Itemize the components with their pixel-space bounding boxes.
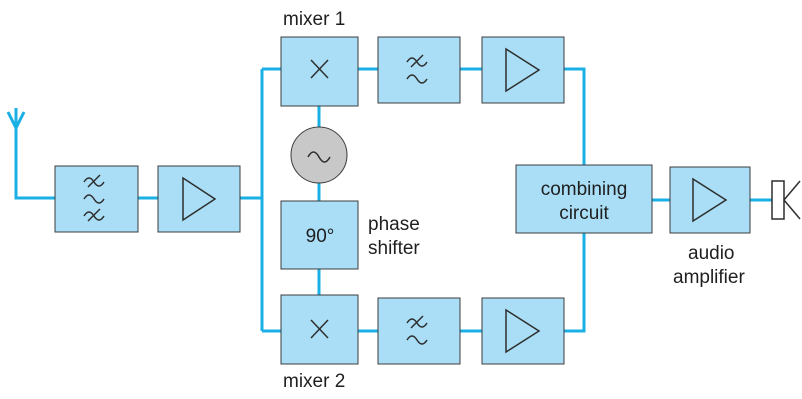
mixer1-label: mixer 1 — [283, 9, 346, 30]
antenna-icon — [6, 108, 26, 129]
loudspeaker-icon — [771, 180, 801, 220]
lowpass-filter-icon — [406, 54, 428, 84]
lowpass-filter1-block — [377, 36, 461, 104]
bandpass-filter-icon — [83, 174, 105, 222]
amplifier-triangle-icon — [182, 176, 217, 222]
signal-lines — [14, 67, 772, 333]
audio-amplifier-block — [669, 166, 751, 234]
bandpass-filter-block — [54, 165, 139, 233]
amplifier-triangle-icon — [505, 308, 541, 354]
oscillator-block — [290, 126, 348, 184]
sine-wave-icon — [307, 151, 331, 163]
line-amp1-to-combiner — [564, 67, 586, 165]
combining-circuit-block: combining circuit — [515, 164, 653, 234]
mixer2-label: mixer 2 — [283, 371, 346, 392]
phase-shifter-block: 90° — [280, 200, 359, 270]
phase-shifter-label-line2: shifter — [368, 238, 420, 259]
amplifier1-block — [481, 36, 565, 104]
amplifier2-block — [481, 297, 565, 365]
rf-amplifier-block — [157, 165, 241, 233]
phase-shifter-label-line1: phase — [368, 214, 420, 235]
amplifier-triangle-icon — [692, 177, 728, 223]
amplifier-triangle-icon — [505, 47, 541, 93]
multiply-icon — [310, 59, 329, 79]
mixer2-block — [280, 294, 359, 365]
audio-amplifier-label-line1: audio — [688, 243, 735, 264]
audio-amplifier-label-line2: amplifier — [673, 267, 745, 288]
phase-shifter-value: 90° — [306, 226, 335, 247]
lowpass-filter2-block — [377, 297, 461, 365]
combining-label-line1: combining — [541, 179, 628, 200]
lowpass-filter-icon — [406, 315, 428, 345]
line-amp2-to-combiner — [564, 233, 586, 333]
antenna-feed-line — [14, 123, 55, 200]
mixer1-block — [280, 36, 359, 107]
multiply-icon — [310, 319, 329, 339]
combining-label-line2: circuit — [559, 203, 609, 224]
